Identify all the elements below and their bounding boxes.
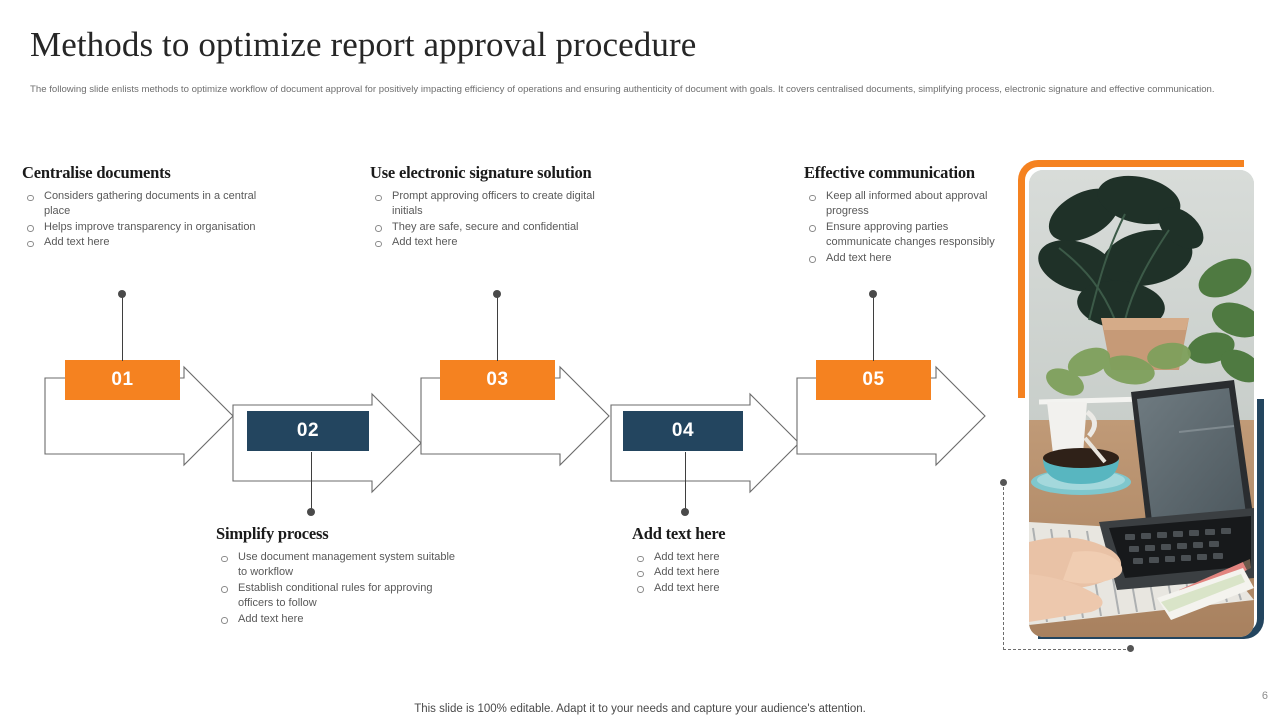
step-heading-01: Centralise documents: [22, 163, 171, 182]
step-heading-03: Use electronic signature solution: [370, 163, 592, 182]
step-heading-05: Effective communication: [804, 163, 975, 182]
dashed-accent-dot-bottom: [1127, 645, 1134, 652]
step-number-03: 03: [486, 369, 509, 390]
step-bullets-02: Use document management system suitable …: [216, 550, 456, 627]
list-item: Add text here: [804, 251, 1004, 266]
step-number-04: 04: [671, 420, 695, 441]
list-item: Establish conditional rules for approvin…: [216, 581, 456, 612]
connector-line-04: [685, 452, 687, 514]
connector-line-01: [122, 296, 124, 361]
connector-dot-03: [493, 290, 501, 298]
list-item: Use document management system suitable …: [216, 550, 456, 581]
step-heading-04: Add text here: [632, 524, 726, 543]
dashed-accent-bracket: [1003, 482, 1131, 650]
step-heading-02: Simplify process: [216, 524, 329, 543]
list-item: Helps improve transparency in organisati…: [22, 220, 272, 235]
connector-dot-04: [681, 508, 689, 516]
step-text-block-04: Add text here Add text here Add text her…: [632, 524, 852, 596]
page-number: 6: [1261, 690, 1268, 702]
dashed-accent-dot-top: [1000, 479, 1007, 486]
step-number-badge-03[interactable]: 03: [440, 360, 555, 400]
footer-note: This slide is 100% editable. Adapt it to…: [414, 703, 866, 715]
list-item: Prompt approving officers to create digi…: [370, 189, 625, 220]
step-number-badge-04[interactable]: 04: [623, 411, 743, 451]
step-bullets-01: Considers gathering documents in a centr…: [22, 189, 272, 251]
step-number-badge-02[interactable]: 02: [247, 411, 369, 451]
connector-dot-01: [118, 290, 126, 298]
list-item: They are safe, secure and confidential: [370, 220, 625, 235]
list-item: Keep all informed about approval progres…: [804, 189, 1004, 220]
list-item: Add text here: [632, 550, 852, 565]
connector-line-02: [311, 452, 313, 514]
step-number-02: 02: [296, 420, 320, 441]
image-panel: [1018, 160, 1264, 642]
frame-accent-orange: [1018, 160, 1244, 398]
step-bullets-05: Keep all informed about approval progres…: [804, 189, 1004, 266]
page-subtitle: The following slide enlists methods to o…: [30, 84, 1215, 95]
list-item: Add text here: [216, 612, 456, 627]
connector-dot-02: [307, 508, 315, 516]
step-text-block-02: Simplify process Use document management…: [216, 524, 456, 627]
step-number-05: 05: [862, 369, 885, 390]
step-bullets-03: Prompt approving officers to create digi…: [370, 189, 625, 251]
page-title: Methods to optimize report approval proc…: [30, 25, 697, 64]
list-item: Add text here: [632, 565, 852, 580]
step-number-01: 01: [111, 369, 134, 390]
step-number-badge-01[interactable]: 01: [65, 360, 180, 400]
workspace-photo: [1029, 170, 1254, 637]
connector-line-05: [873, 296, 875, 361]
connector-dot-05: [869, 290, 877, 298]
list-item: Add text here: [632, 581, 852, 596]
step-bullets-04: Add text here Add text here Add text her…: [632, 550, 852, 596]
step-number-badge-05[interactable]: 05: [816, 360, 931, 400]
list-item: Add text here: [22, 235, 272, 250]
list-item: Add text here: [370, 235, 625, 250]
step-text-block-03: Use electronic signature solution Prompt…: [370, 163, 625, 251]
connector-line-03: [497, 296, 499, 361]
step-text-block-05: Effective communication Keep all informe…: [804, 163, 1004, 266]
list-item: Considers gathering documents in a centr…: [22, 189, 272, 220]
step-text-block-01: Centralise documents Considers gathering…: [22, 163, 272, 251]
list-item: Ensure approving parties communicate cha…: [804, 220, 1004, 251]
